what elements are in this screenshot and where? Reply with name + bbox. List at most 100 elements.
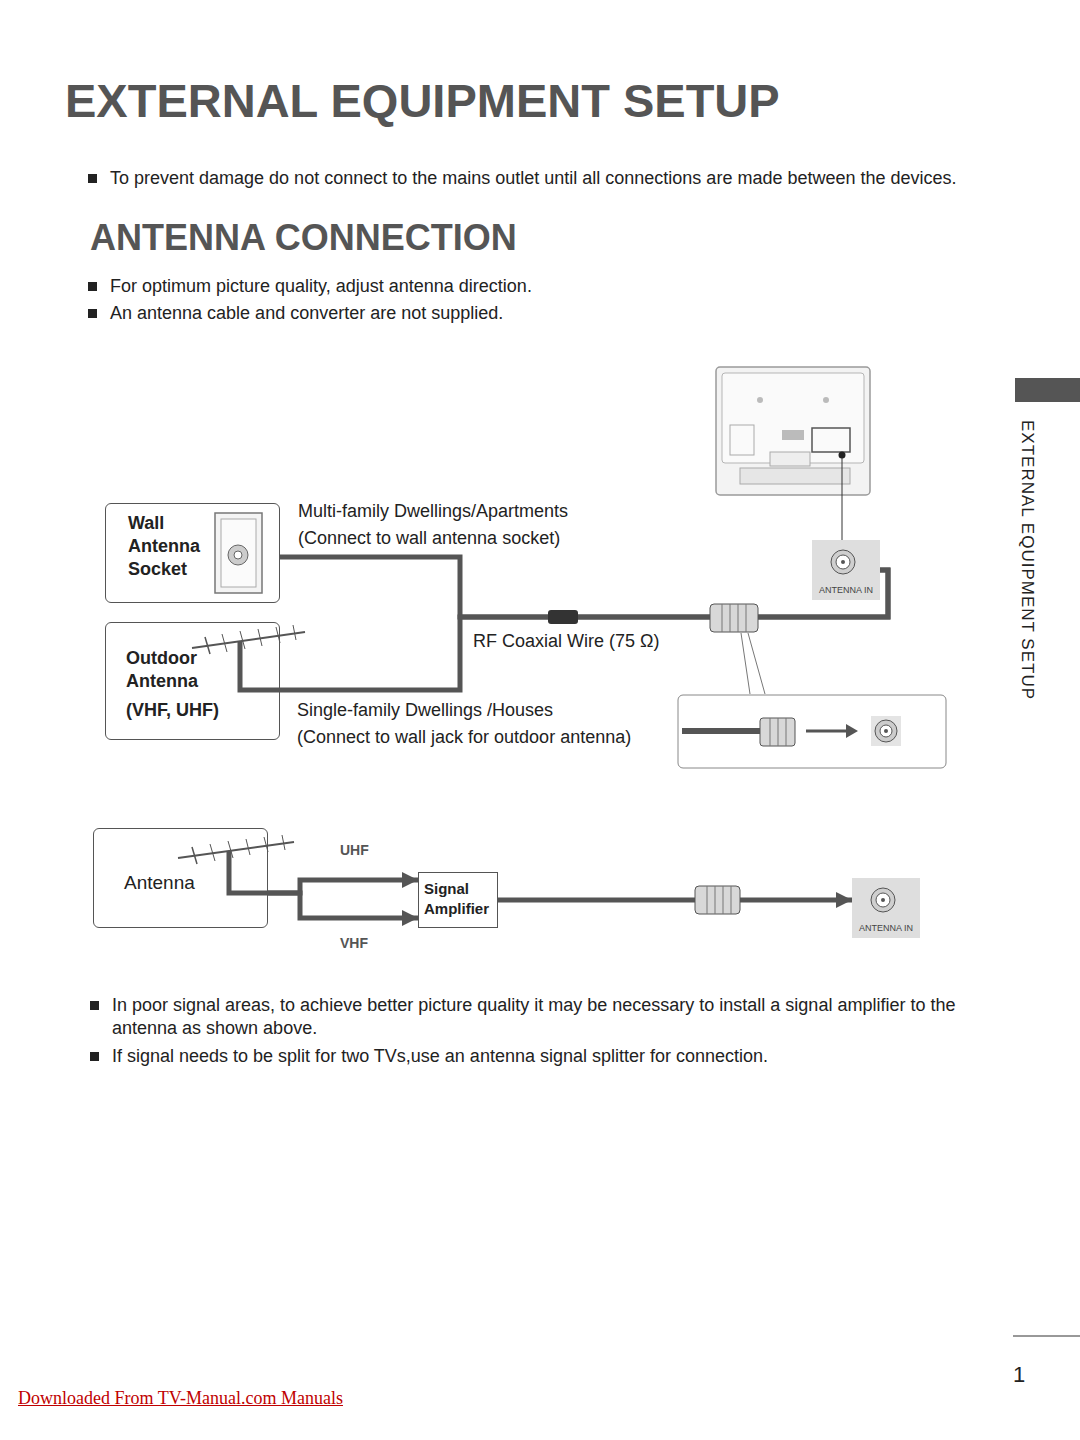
- jack-socket-part: [871, 888, 895, 912]
- coax-plug-part: [723, 886, 724, 914]
- coax-plug-part: [695, 886, 740, 914]
- inset-detail-part: [786, 718, 787, 746]
- source-watermark: Downloaded From TV-Manual.com Manuals: [18, 1387, 343, 1410]
- note: For optimum picture quality, adjust ante…: [110, 275, 532, 298]
- tv-lead-part: [839, 452, 846, 459]
- side-tab-label: EXTERNAL EQUIPMENT SETUP: [1016, 420, 1038, 700]
- tv-lead-part: [842, 455, 843, 541]
- antenna-figure-part: [178, 842, 294, 858]
- warning-note: To prevent damage do not connect to the …: [110, 167, 960, 190]
- coax-plug-part: [738, 604, 739, 632]
- outdoor-antenna-part: [258, 629, 262, 646]
- coax-plug-part: [710, 604, 758, 632]
- tv-back-part: [812, 428, 850, 452]
- ferrite-core: [548, 610, 578, 624]
- page-title: EXTERNAL EQUIPMENT SETUP: [65, 70, 780, 131]
- coax-plug-part: [731, 886, 732, 914]
- note: If signal needs to be split for two TVs,…: [112, 1045, 972, 1068]
- outdoor-antenna-part: [240, 641, 280, 690]
- jack-label: ANTENNA IN: [812, 586, 880, 596]
- antenna-in-jack: ANTENNA IN: [852, 878, 920, 938]
- tv-back-part: [823, 397, 829, 403]
- inset-detail-part: [875, 720, 897, 742]
- setup-note: Single-family Dwellings /Houses: [297, 699, 553, 722]
- coax-plug-part: [722, 604, 723, 632]
- wall-plate: [215, 513, 262, 593]
- wall-plate-part: [221, 519, 256, 587]
- antenna-in-jack: ANTENNA IN: [812, 540, 880, 600]
- outdoor-antenna-part: [192, 632, 305, 648]
- inset-detail-part: [682, 728, 762, 734]
- inset-detail-part: [748, 633, 765, 694]
- setup-note: Multi-family Dwellings/Apartments: [298, 500, 568, 523]
- tv-back-part: [722, 373, 864, 463]
- wall-plate-part: [215, 513, 262, 593]
- inset-detail-part: [778, 718, 779, 746]
- jack-label: ANTENNA IN: [852, 924, 920, 934]
- tv-back-part: [740, 468, 850, 484]
- cable-label: RF Coaxial Wire (75 Ω): [473, 630, 660, 653]
- antenna-figure-part: [229, 851, 268, 893]
- coax-plug: [710, 604, 758, 632]
- wall-plate-part: [234, 551, 242, 559]
- footer-rule: [1013, 1336, 1080, 1337]
- inset-detail-part: [884, 729, 888, 733]
- tv-lead: [839, 452, 846, 542]
- band-label: VHF: [338, 935, 370, 951]
- node-text: Outdoor Antenna: [126, 647, 198, 693]
- node-text: Signal Amplifier: [424, 879, 489, 919]
- coax-cable: [268, 893, 418, 918]
- inset-detail-part: [846, 724, 858, 738]
- inset-detail-part: [678, 695, 946, 768]
- page-number: 1: [1013, 1361, 1025, 1390]
- section-tab: [1015, 378, 1080, 402]
- ferrite-core-part: [548, 610, 578, 624]
- coax-cable: [280, 570, 888, 690]
- section-heading: ANTENNA CONNECTION: [90, 215, 517, 262]
- inset-detail-part: [760, 718, 795, 746]
- inset-detail-part: [770, 718, 771, 746]
- outdoor-antenna-part: [293, 625, 296, 640]
- jack-socket-part: [841, 560, 845, 564]
- node-text: Antenna: [124, 871, 263, 894]
- inset-detail-part: [871, 716, 901, 746]
- tv-back-part: [716, 367, 870, 495]
- node-text: Wall Antenna Socket: [128, 512, 200, 581]
- jack-socket-part: [876, 893, 890, 907]
- inset-detail-part: [880, 725, 892, 737]
- setup-note: (Connect to wall jack for outdoor antenn…: [297, 726, 631, 749]
- setup-note: (Connect to wall antenna socket): [298, 527, 560, 550]
- antenna-box: Antenna: [93, 828, 268, 928]
- coax-cable: [280, 557, 888, 617]
- antenna-figure-part: [246, 839, 250, 855]
- band-label: UHF: [338, 842, 371, 858]
- coax-plug-part: [715, 886, 716, 914]
- note: An antenna cable and converter are not s…: [110, 302, 503, 325]
- jack-socket-part: [836, 555, 850, 569]
- tv-back-part: [770, 452, 810, 466]
- coax-plug-part: [730, 604, 731, 632]
- antenna-figure-part: [282, 835, 285, 850]
- outdoor-antenna-part: [222, 634, 227, 652]
- tv-back: [716, 367, 870, 495]
- antenna-figure: [178, 835, 294, 893]
- inset-detail: [678, 633, 946, 768]
- outdoor-antenna-box: Outdoor Antenna(VHF, UHF): [105, 622, 280, 740]
- tv-back-part: [782, 430, 804, 440]
- coax-plug: [695, 886, 740, 914]
- wall-socket-box: Wall Antenna Socket: [105, 503, 280, 603]
- tv-back-part: [757, 397, 763, 403]
- inset-detail-part: [741, 633, 750, 694]
- coax-plug-part: [746, 604, 747, 632]
- coax-plug-part: [707, 886, 708, 914]
- jack-socket-part: [831, 550, 855, 574]
- tv-back-part: [730, 425, 754, 455]
- outdoor-antenna: [192, 625, 305, 690]
- antenna-figure-part: [192, 847, 197, 864]
- outdoor-antenna-part: [205, 637, 210, 654]
- wall-plate-part: [228, 545, 248, 565]
- inset-detail-part: [806, 730, 848, 733]
- jack-socket-part: [881, 898, 885, 902]
- note: In poor signal areas, to achieve better …: [112, 994, 972, 1041]
